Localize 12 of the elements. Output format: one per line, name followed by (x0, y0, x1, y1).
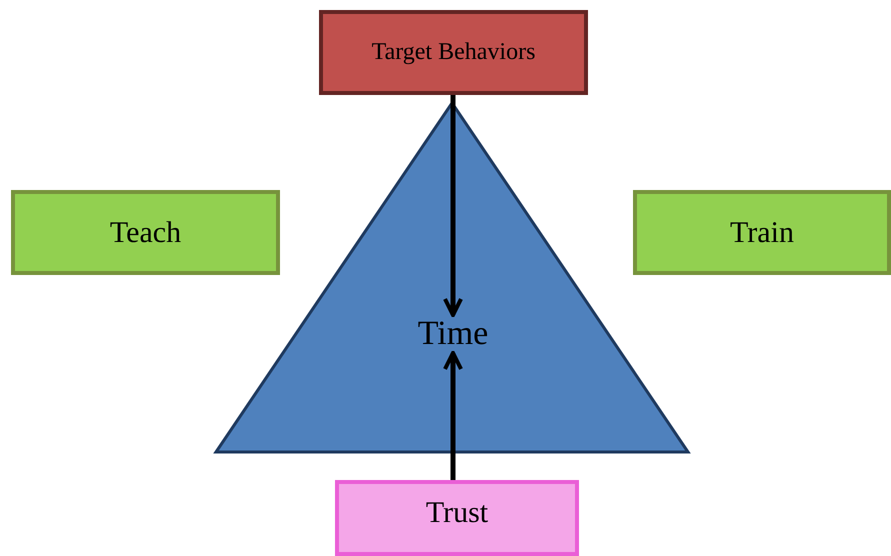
action-box (11, 190, 280, 275)
arrow (443, 351, 463, 480)
target-box (319, 10, 588, 95)
triangle (216, 103, 688, 452)
box-label: Teach (110, 216, 182, 250)
box-label: Trust (426, 496, 488, 530)
box-label: Train (730, 216, 794, 250)
center-label: Time (410, 315, 496, 353)
arrow (443, 95, 463, 317)
foundation-box (335, 480, 579, 556)
box-label: Target Behaviors (372, 39, 536, 66)
action-box (633, 190, 891, 275)
